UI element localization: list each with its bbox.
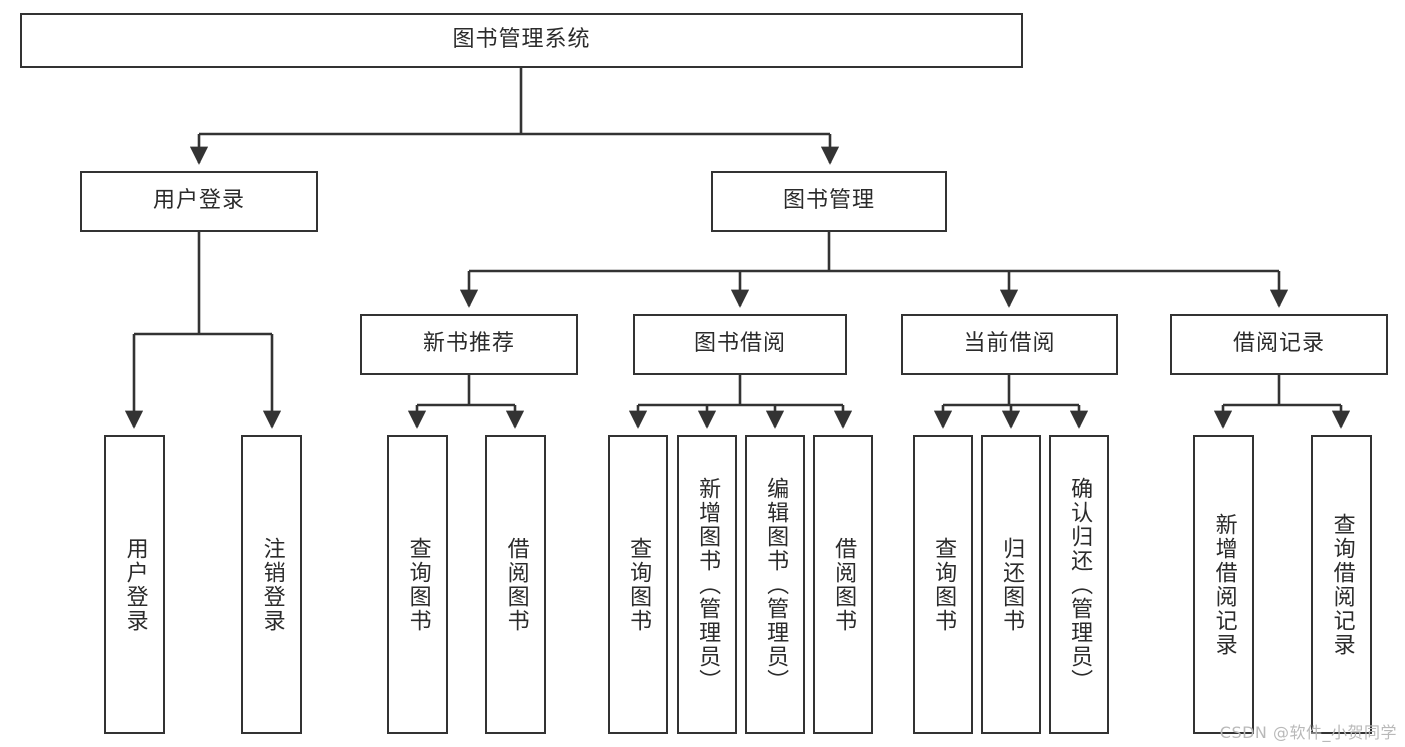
node-leaf-add-borrow-record[interactable]: 新增借阅记录 <box>1193 435 1254 734</box>
node-new-book-recommend-label: 新书推荐 <box>422 331 515 357</box>
node-leaf-confirm-return-admin[interactable]: 确认归还（管理员） <box>1049 435 1109 734</box>
node-leaf-query-book-new[interactable]: 查询图书 <box>387 435 448 734</box>
node-user-login-label: 用户登录 <box>152 188 245 214</box>
node-leaf-query-book-current-label: 查询图书 <box>931 536 957 633</box>
node-leaf-add-book-admin-label: 新增图书（管理员） <box>695 476 721 693</box>
node-leaf-query-book-current[interactable]: 查询图书 <box>913 435 973 734</box>
node-leaf-borrow-book-new[interactable]: 借阅图书 <box>485 435 546 734</box>
node-borrow-record-label: 借阅记录 <box>1232 331 1325 357</box>
node-book-borrow[interactable]: 图书借阅 <box>633 314 847 375</box>
node-leaf-query-borrow-record[interactable]: 查询借阅记录 <box>1311 435 1372 734</box>
node-book-management[interactable]: 图书管理 <box>711 171 947 232</box>
node-leaf-borrow-book-label: 借阅图书 <box>831 536 857 633</box>
node-leaf-query-book-borrow-label: 查询图书 <box>626 536 652 633</box>
node-leaf-confirm-return-admin-label: 确认归还（管理员） <box>1067 476 1093 693</box>
node-leaf-edit-book-admin[interactable]: 编辑图书（管理员） <box>745 435 805 734</box>
node-leaf-borrow-book[interactable]: 借阅图书 <box>813 435 873 734</box>
node-leaf-borrow-book-new-label: 借阅图书 <box>503 536 529 633</box>
node-leaf-logout[interactable]: 注销登录 <box>241 435 302 734</box>
node-current-borrow-label: 当前借阅 <box>963 331 1056 357</box>
node-leaf-add-borrow-record-label: 新增借阅记录 <box>1211 512 1237 657</box>
node-leaf-query-book-borrow[interactable]: 查询图书 <box>608 435 668 734</box>
node-book-borrow-label: 图书借阅 <box>693 331 786 357</box>
node-book-management-label: 图书管理 <box>782 188 875 214</box>
node-leaf-return-book-label: 归还图书 <box>999 536 1025 633</box>
node-borrow-record[interactable]: 借阅记录 <box>1170 314 1388 375</box>
node-leaf-user-login[interactable]: 用户登录 <box>104 435 165 734</box>
node-leaf-edit-book-admin-label: 编辑图书（管理员） <box>763 476 789 693</box>
node-leaf-query-book-new-label: 查询图书 <box>405 536 431 633</box>
node-user-login[interactable]: 用户登录 <box>80 171 318 232</box>
node-current-borrow[interactable]: 当前借阅 <box>901 314 1118 375</box>
node-new-book-recommend[interactable]: 新书推荐 <box>360 314 578 375</box>
node-leaf-logout-label: 注销登录 <box>259 536 285 633</box>
node-leaf-return-book[interactable]: 归还图书 <box>981 435 1041 734</box>
node-leaf-user-login-label: 用户登录 <box>122 536 148 633</box>
node-root-label: 图书管理系统 <box>452 27 591 53</box>
node-leaf-query-borrow-record-label: 查询借阅记录 <box>1329 512 1355 657</box>
node-root[interactable]: 图书管理系统 <box>20 13 1023 68</box>
node-leaf-add-book-admin[interactable]: 新增图书（管理员） <box>677 435 737 734</box>
